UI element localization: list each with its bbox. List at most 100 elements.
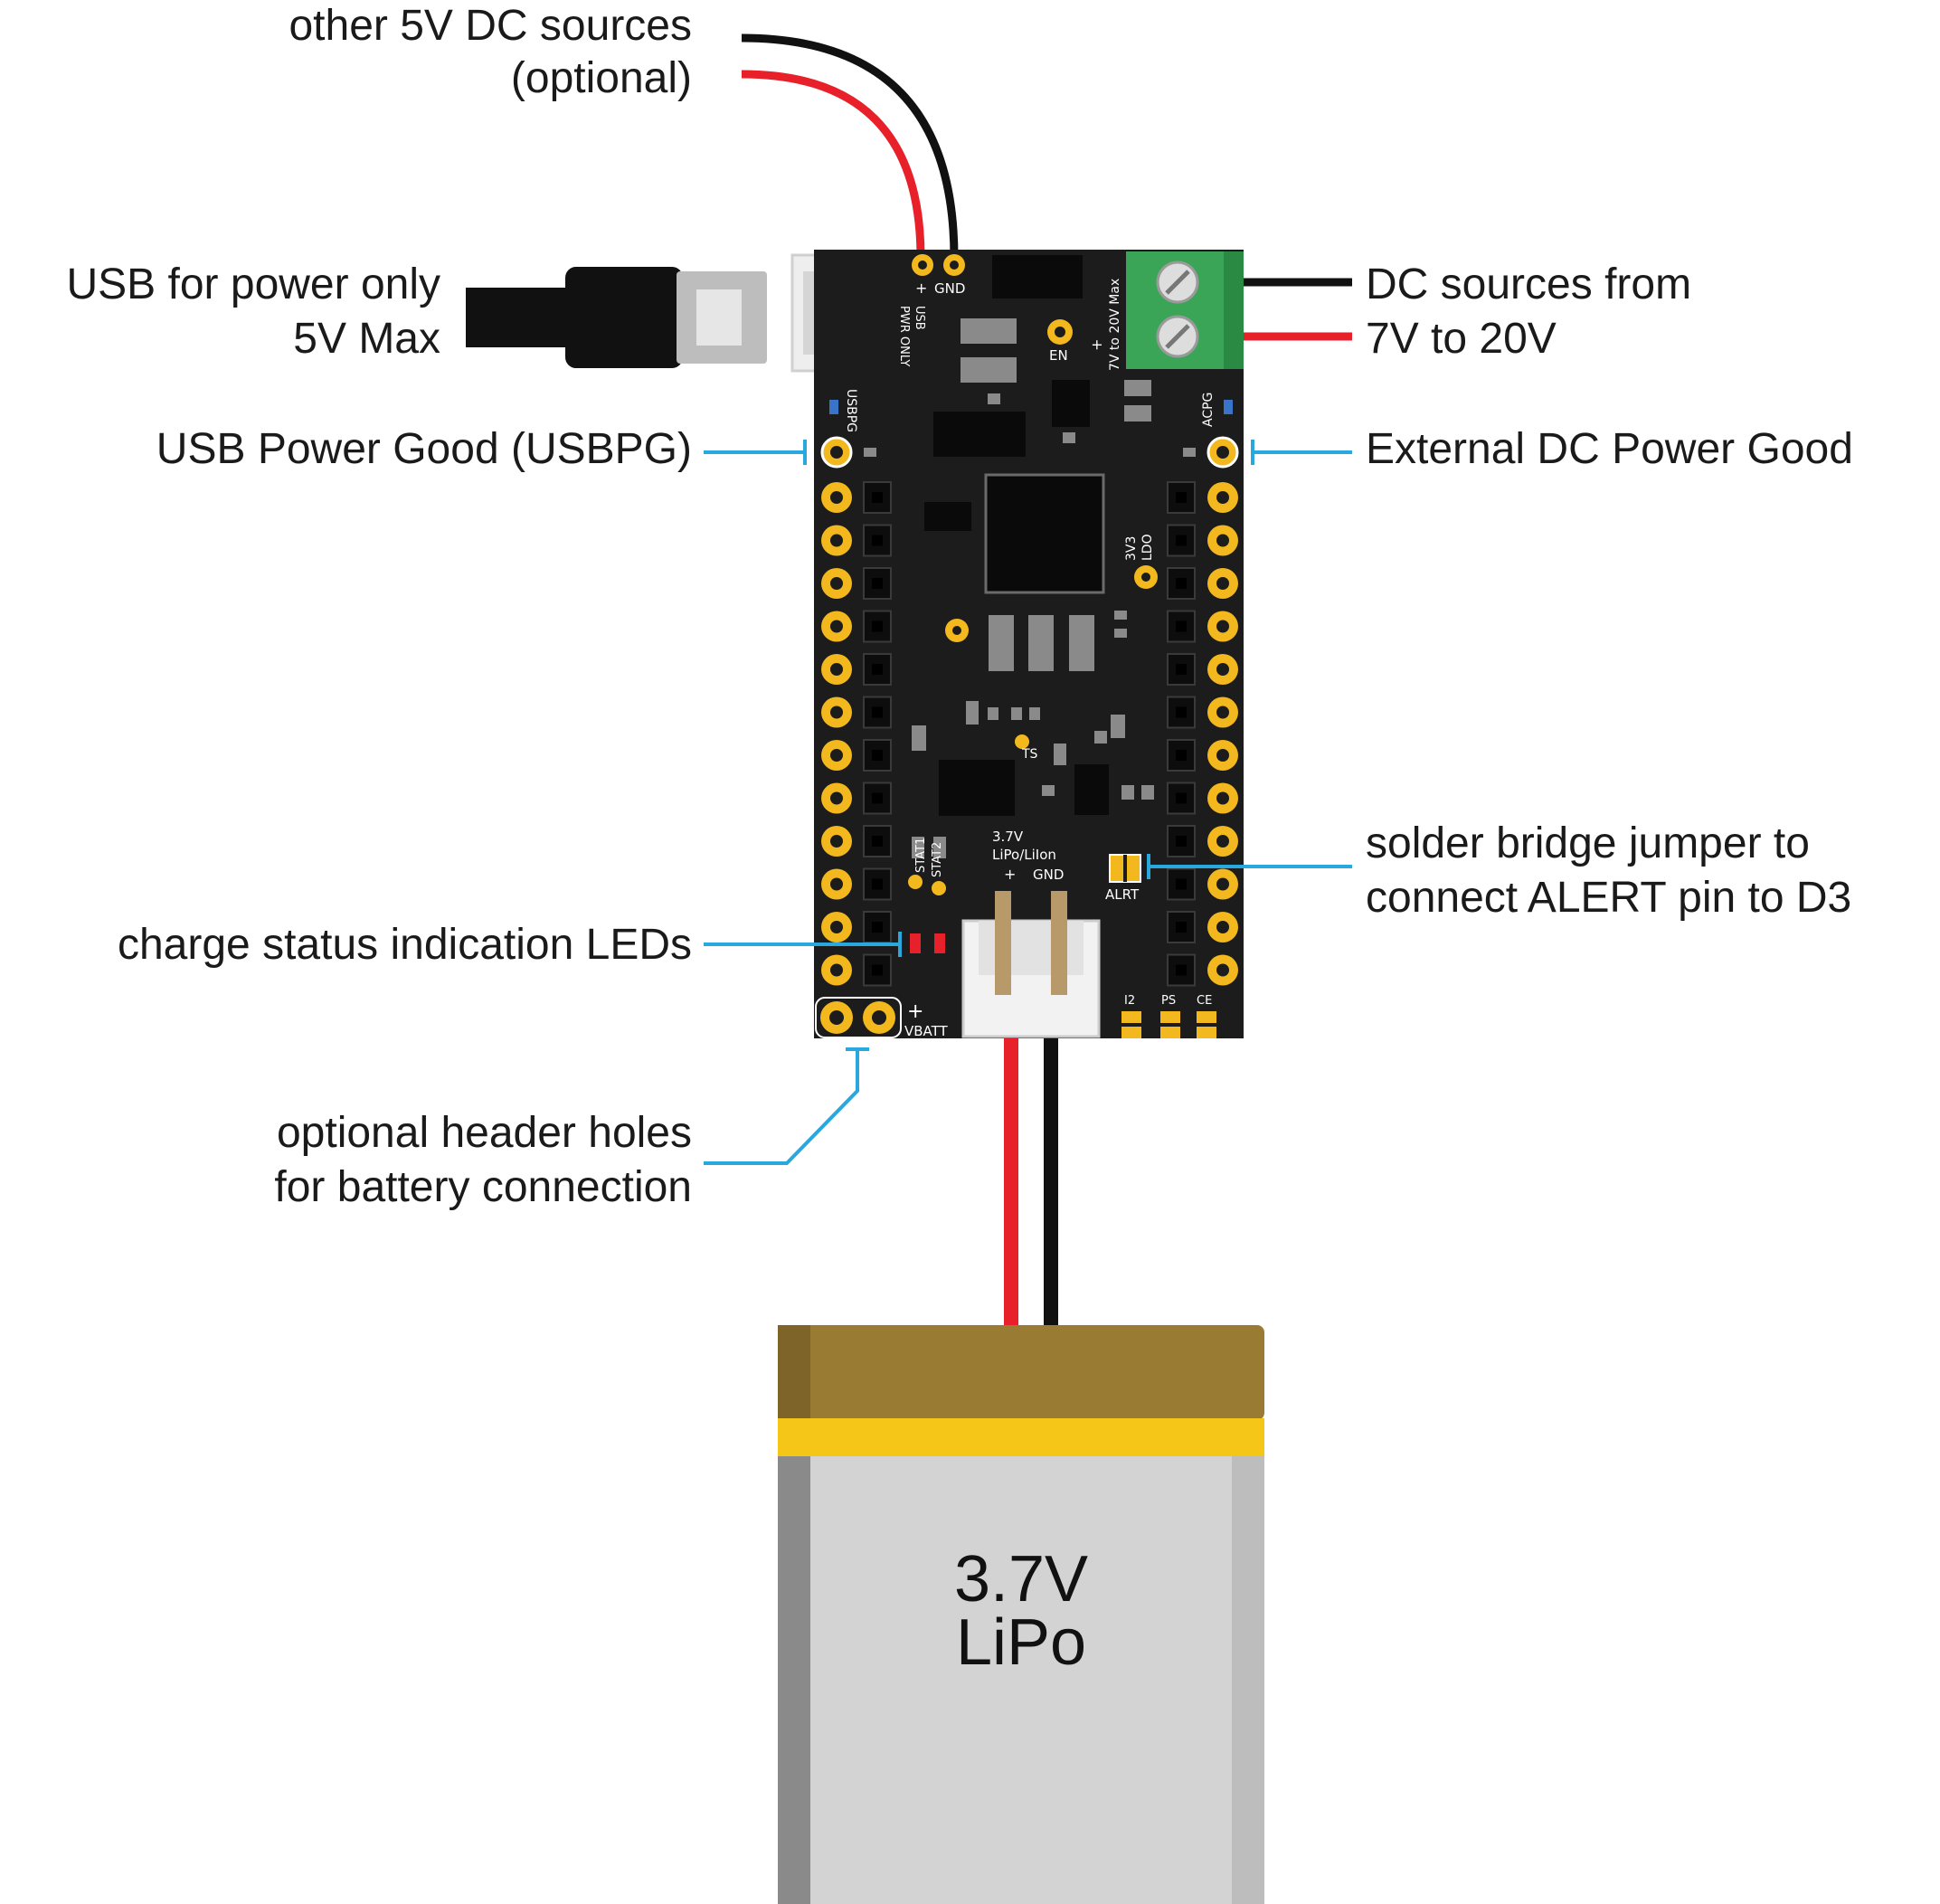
battery-body-shade-left — [778, 1456, 810, 1904]
header-socket-hole — [872, 578, 883, 589]
stat1-pad — [908, 875, 923, 889]
callout-dc-1: DC sources from — [1366, 260, 1691, 308]
header-pad-hole — [1216, 963, 1229, 977]
silk-ts: TS — [1021, 747, 1038, 762]
header-socket-hole — [1176, 620, 1187, 632]
silk-stat1: STAT1 — [914, 838, 928, 873]
header-pad-hole — [1216, 577, 1229, 590]
header-pad-hole — [1216, 491, 1229, 504]
callout-header-2: for battery connection — [274, 1163, 692, 1211]
ts-pad — [1015, 734, 1029, 749]
silk-gnd-top: GND — [934, 280, 965, 297]
diode-top — [992, 255, 1083, 298]
header-pad-hole — [830, 921, 843, 933]
silk-dc-range: 7V to 20V Max — [1108, 279, 1122, 371]
header-pad-hole — [830, 877, 843, 891]
vbatt-header-outline — [815, 997, 902, 1038]
main-ic — [984, 473, 1105, 594]
header-socket-hole — [1176, 578, 1187, 589]
silk-dc-plus: + — [1088, 339, 1105, 351]
small-ic-3 — [924, 502, 971, 531]
header-socket — [863, 953, 892, 987]
acpg-led — [1224, 400, 1233, 414]
diode-mid — [933, 412, 1026, 457]
header-socket-hole — [1176, 750, 1187, 761]
header-socket-hole — [872, 922, 883, 933]
header-pad-hole — [1216, 877, 1229, 891]
header-socket-hole — [872, 664, 883, 675]
silk-acpg: ACPG — [1201, 393, 1216, 427]
leds-leader — [704, 932, 902, 957]
battery-body-shade-right — [1232, 1456, 1264, 1904]
battery-top-shade — [778, 1325, 810, 1420]
header-pad-hole — [1216, 791, 1229, 805]
header-socket-hole — [1176, 836, 1187, 847]
acpg-leader — [1251, 440, 1352, 465]
header-socket-hole — [1176, 964, 1187, 976]
header-socket-hole — [1176, 492, 1187, 503]
callout-header-1: optional header holes — [277, 1109, 692, 1157]
silk-plus-top: + — [915, 279, 927, 297]
silk-batt-plus: + — [1004, 866, 1016, 883]
header-pad-hole — [830, 791, 843, 805]
silk-ps: PS — [1161, 994, 1176, 1008]
callout-acpg: External DC Power Good — [1366, 425, 1853, 473]
silk-stat2: STAT2 — [931, 842, 944, 877]
header-socket-hole — [872, 492, 883, 503]
header-pad-hole — [1216, 749, 1229, 762]
small-ic-1 — [1052, 380, 1090, 427]
header-socket — [1167, 653, 1196, 686]
callout-other-sources-2: (optional) — [511, 54, 692, 102]
stat2-led — [934, 933, 945, 953]
silk-vbatt: VBATT — [904, 1023, 949, 1039]
header-pad-hole — [830, 491, 843, 504]
usbpg-led — [829, 400, 838, 414]
silk-lipo-2: LiPo/LiIon — [992, 847, 1056, 863]
pcb-board — [814, 250, 1244, 1038]
header-socket-hole — [872, 836, 883, 847]
silk-usbpg: USBPG — [844, 389, 858, 432]
header-socket — [1167, 953, 1196, 987]
stat1-led — [910, 933, 921, 953]
silk-vbatt-plus: + — [907, 1000, 923, 1023]
silk-batt-gnd: GND — [1033, 867, 1064, 883]
top-red-wire — [741, 70, 925, 259]
header-pad-hole — [830, 706, 843, 719]
battery-body — [778, 1456, 1264, 1904]
silk-usb-pwr-2: PWR ONLY — [897, 306, 911, 366]
silk-usb-pwr-1: USB — [913, 306, 926, 330]
header-socket — [1167, 739, 1196, 772]
usbpg-leader — [704, 440, 807, 465]
callouts: other 5V DC sources (optional) USB for p… — [66, 2, 1852, 1211]
top-black-wire — [741, 33, 959, 259]
header-pad-hole — [1216, 706, 1229, 719]
callout-other-sources-1: other 5V DC sources — [289, 2, 692, 50]
left-header-sockets — [863, 481, 892, 987]
silk-lipo-1: 3.7V — [992, 829, 1024, 845]
header-pad-hole — [830, 577, 843, 590]
header-socket-hole — [1176, 878, 1187, 890]
header-pad-hole — [1216, 663, 1229, 676]
passive-components — [864, 318, 1196, 858]
jst-pin-gnd — [1051, 891, 1067, 995]
usb-cable-cord — [466, 288, 574, 347]
header-pad-hole — [830, 749, 843, 762]
silkscreen: + GND USB PWR ONLY EN 7V to 20V Max + US… — [844, 279, 1216, 1039]
header-leader — [704, 1047, 869, 1165]
header-socket — [863, 481, 892, 514]
header-socket-hole — [1176, 664, 1187, 675]
header-socket-hole — [1176, 922, 1187, 933]
header-socket-hole — [872, 620, 883, 632]
header-pad-hole — [830, 620, 843, 633]
header-pad-hole — [1216, 534, 1229, 547]
callout-dc-2: 7V to 20V — [1366, 315, 1557, 363]
header-socket-hole — [1176, 706, 1187, 718]
header-socket-hole — [872, 878, 883, 890]
right-header-pads — [1207, 482, 1238, 986]
header-socket — [863, 696, 892, 729]
usb-plug-body — [565, 267, 683, 368]
callout-lines — [704, 440, 1352, 1165]
terminal-block-side — [1224, 251, 1244, 369]
header-pad-hole — [830, 534, 843, 547]
